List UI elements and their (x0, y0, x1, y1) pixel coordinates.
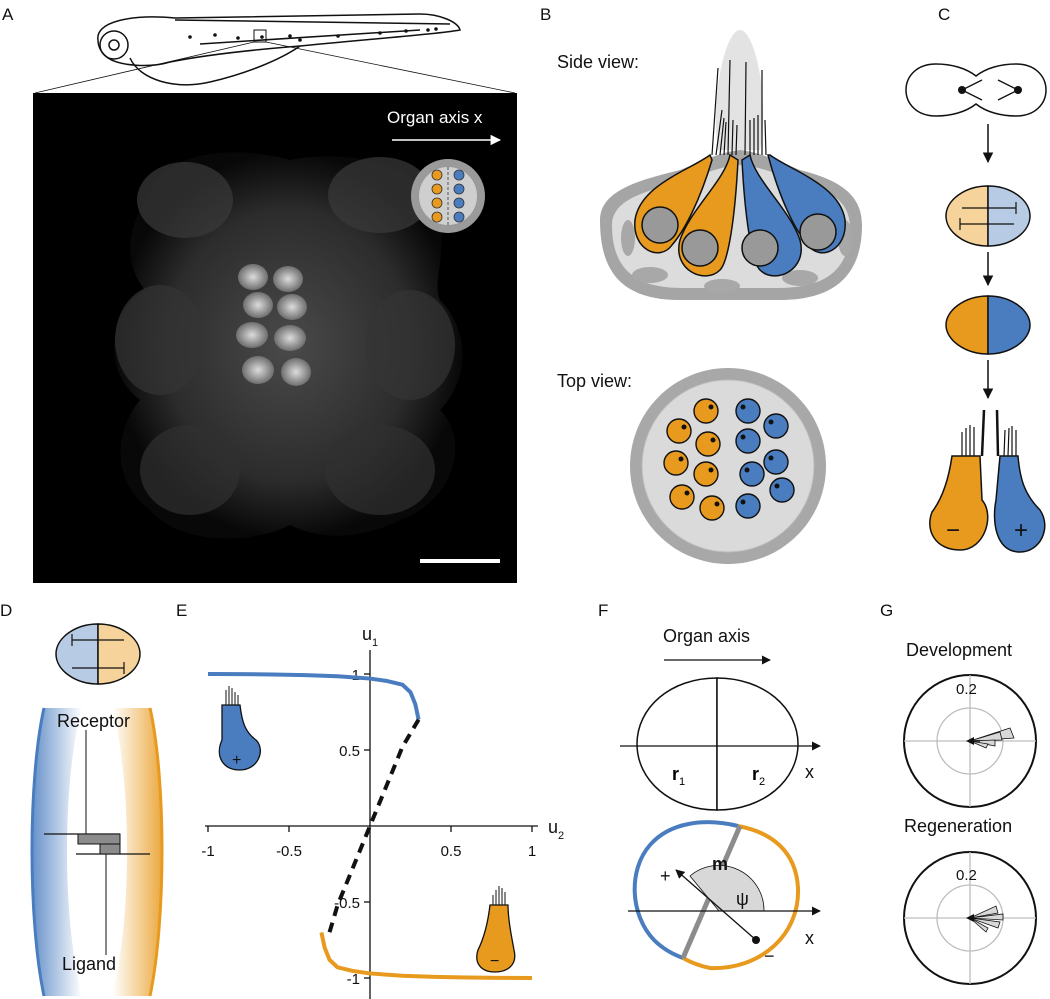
organ-axis-label-f: Organ axis (663, 626, 750, 646)
panel-label-a: A (2, 5, 14, 24)
psi-label: ψ (736, 889, 749, 909)
y-tick-label: -1 (347, 971, 360, 988)
development-label: Development (906, 640, 1012, 660)
top-view-label: Top view: (557, 371, 632, 391)
minus-sign-f: − (764, 946, 775, 966)
zoom-line-left (34, 41, 255, 94)
membrane-diagram (30, 707, 164, 997)
plus-sign-f: + (660, 866, 671, 886)
x-tick-label: -1 (201, 843, 214, 860)
panel-label-b: B (540, 5, 551, 24)
radius-label-dev: 0.2 (956, 681, 977, 698)
cell-pair-diagram-f (620, 677, 821, 811)
organ-axis-label-a: Organ axis x (387, 108, 483, 127)
panel-label-e: E (176, 601, 187, 620)
minus-sign-e: − (490, 953, 499, 970)
y-tick-label: 0.5 (339, 743, 360, 760)
receptor-label: Receptor (57, 711, 130, 731)
y-axis-label: u1 (362, 624, 378, 649)
x-tick-label: 0.5 (441, 843, 462, 860)
x-tick-label: 1 (528, 843, 536, 860)
plus-sign-e: + (232, 752, 241, 769)
m-label: m (712, 854, 728, 874)
minus-cell-sign-c: − (946, 517, 960, 544)
neuromast-fluorescence (114, 152, 463, 539)
lateral-line-dots (188, 27, 438, 42)
lower-branch-curve (319, 931, 533, 980)
polar-histogram-regeneration (903, 851, 1037, 985)
r2-label: r2 (752, 764, 765, 788)
polarity-vector-diagram (628, 820, 821, 971)
plus-cell-sign-c: + (1014, 517, 1028, 544)
panel-label-g: G (880, 601, 893, 620)
upper-branch-curve (207, 672, 421, 721)
minus-cell-icon-e (476, 886, 516, 973)
zebrafish-larva (97, 13, 461, 86)
zoom-line-right (265, 41, 516, 94)
side-view-label: Side view: (557, 52, 639, 72)
panel-label-d: D (0, 601, 12, 620)
plus-cell-icon-e (218, 686, 261, 771)
regeneration-label: Regeneration (904, 816, 1012, 836)
ligand-label: Ligand (62, 954, 116, 974)
side-view-diagram (600, 30, 862, 300)
zoom-box (253, 29, 267, 43)
x-axis-label: u2 (548, 817, 564, 842)
panel-label-c: C (938, 5, 950, 24)
polar-histogram-development (903, 674, 1037, 808)
radius-label-reg: 0.2 (956, 867, 977, 884)
x-tick-label: -0.5 (276, 843, 302, 860)
x-axis-label-f1: x (805, 762, 814, 782)
cell-division-sequence (905, 63, 1047, 553)
panel-label-f: F (598, 601, 608, 620)
organ-inset-icon (411, 159, 485, 233)
top-view-diagram (630, 368, 826, 564)
r1-label: r1 (672, 764, 685, 788)
cell-pair-icon-d (55, 623, 141, 685)
x-axis-label-f2: x (805, 928, 814, 948)
y-tick-label: 1 (352, 667, 360, 684)
